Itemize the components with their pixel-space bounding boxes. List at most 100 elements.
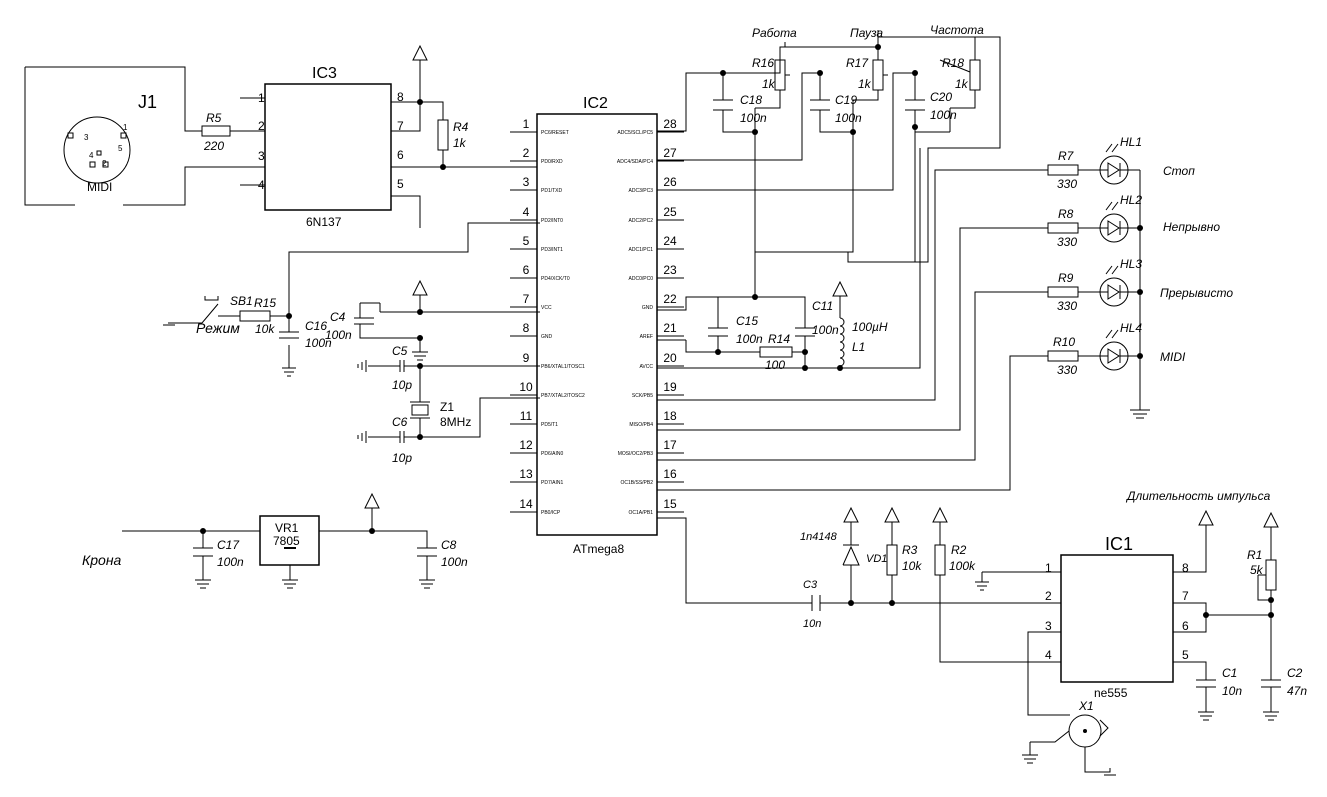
r5-ref: R5 xyxy=(206,111,222,125)
c17-value: 100n xyxy=(217,555,244,569)
r3-ref: R3 xyxy=(902,543,918,557)
ic2-pin-name-left: PD2/INT0 xyxy=(541,218,563,224)
r4-value: 1k xyxy=(453,136,467,150)
c8-value: 100n xyxy=(441,555,468,569)
led-ref: HL1 xyxy=(1120,135,1142,149)
r17-value: 1k xyxy=(858,77,872,91)
j1-pin-1: 1 xyxy=(123,123,128,132)
ic2-pin-name-right: OC1B/SS/PB2 xyxy=(620,480,653,486)
crystal-and-decoupling: C4 100n C5 10p C6 10p Z1 8MHz xyxy=(325,295,540,465)
r15-value: 10k xyxy=(255,322,275,336)
c19-ref: C19 xyxy=(835,93,857,107)
rabota-label: Работа xyxy=(752,26,797,40)
ic2-pin-3: 3 xyxy=(523,175,530,189)
ic2-pin-6: 6 xyxy=(523,263,530,277)
optocoupler-ic3: IC3 6N137 1 2 3 4 8 7 6 5 xyxy=(258,60,540,229)
midi-label: MIDI xyxy=(1160,350,1186,364)
ic1-pin-1: 1 xyxy=(1045,561,1052,575)
ic2-pin-name-left: PB6/XTAL1/TOSC1 xyxy=(541,364,585,370)
r8-value: 330 xyxy=(1057,235,1077,249)
ic3-pin-6: 6 xyxy=(397,148,404,162)
pauza-label: Пауза xyxy=(850,26,883,40)
r9-value: 330 xyxy=(1057,299,1077,313)
c18-ref: C18 xyxy=(740,93,762,107)
ic2-pin-name-right: ADC0/PC0 xyxy=(629,276,654,282)
ic2-pin-name-right: ADC4/SDA/PC4 xyxy=(617,159,653,165)
ic3-pin-2: 2 xyxy=(258,119,265,133)
ic2-pin-14: 14 xyxy=(519,497,533,511)
r14-ref: R14 xyxy=(768,332,790,346)
j1-pin-3: 3 xyxy=(84,133,89,142)
ic2-pin-name-left: PD6/AIN0 xyxy=(541,451,563,457)
j1-ref: J1 xyxy=(138,92,157,112)
ic2-pin-27: 27 xyxy=(663,146,677,160)
ic1-pin-5: 5 xyxy=(1182,648,1189,662)
rezhim-label: Режим xyxy=(196,320,240,336)
vcc-arrow-icon xyxy=(412,279,428,296)
ic2-pin-name-right: GND xyxy=(642,305,654,311)
c5-ref: C5 xyxy=(392,344,408,358)
potentiometer-network: Работа Пауза Частота R16 1k R17 1k R18 1… xyxy=(657,23,1001,297)
ic2-pin-name-left: PB7/XTAL2/TOSC2 xyxy=(541,393,585,399)
ic3-pin-7: 7 xyxy=(397,119,404,133)
ic2-pin-7: 7 xyxy=(523,292,530,306)
ic2-pin-26: 26 xyxy=(663,175,677,189)
c16-ref: C16 xyxy=(305,319,327,333)
c2-ref: C2 xyxy=(1287,666,1303,680)
c15-ref: C15 xyxy=(736,314,758,328)
ic1-pin-3: 3 xyxy=(1045,619,1052,633)
vcc-arrow-icon xyxy=(412,44,428,61)
c3-ref: C3 xyxy=(803,579,818,591)
r18-value: 1k xyxy=(955,77,969,91)
ic2-pin-4: 4 xyxy=(523,205,530,219)
c17-ref: C17 xyxy=(217,538,240,552)
power-supply: VR1 7805 C17 100n C8 100n Крона xyxy=(82,508,468,589)
vcc-arrow-icon xyxy=(932,506,948,523)
vcc-arrow-icon xyxy=(1263,511,1279,528)
ic2-pin-8: 8 xyxy=(523,321,530,335)
ic2-pin-1: 1 xyxy=(523,117,530,131)
led-hl2: HL2 xyxy=(1099,193,1142,243)
ic3-ref: IC3 xyxy=(312,65,337,82)
ic2-pin-10: 10 xyxy=(519,380,533,394)
resistor-r5: R5 220 xyxy=(201,97,265,186)
vcc-arrow-icon xyxy=(364,492,380,509)
c19-value: 100n xyxy=(835,111,862,125)
l1-value: 100µH xyxy=(852,320,888,334)
stop-label: Стоп xyxy=(1163,164,1195,178)
c1-ref: C1 xyxy=(1222,666,1237,680)
ic2-pin-23: 23 xyxy=(663,263,677,277)
r5-value: 220 xyxy=(203,139,224,153)
ic2-pin-name-left: GND xyxy=(541,334,553,340)
vd1-ref: VD1 xyxy=(866,553,887,565)
x1-ref: X1 xyxy=(1078,699,1094,713)
r9-ref: R9 xyxy=(1058,271,1074,285)
vcc-arrow-icon xyxy=(1198,509,1214,526)
r17-ref: R17 xyxy=(846,56,869,70)
ic2-pin-name-right: ADC1/PC1 xyxy=(629,247,654,253)
ic1-pin-8: 8 xyxy=(1182,561,1189,575)
ic2-pin-name-left: PD4/XCK/T0 xyxy=(541,276,570,282)
ic2-pin-name-right: AVCC xyxy=(639,364,653,370)
ic2-part: ATmega8 xyxy=(573,542,624,556)
ic2-pin-28: 28 xyxy=(663,117,677,131)
ic2-pin-name-right: SCK/PB5 xyxy=(632,393,653,399)
l1-ref: L1 xyxy=(852,340,865,354)
c16-value: 100n xyxy=(305,336,332,350)
c6-value: 10p xyxy=(392,451,412,465)
c18-value: 100n xyxy=(740,111,767,125)
ic2-pin-name-left: PD1/TXD xyxy=(541,188,563,194)
ic2-pin-name-left: PB0/ICP xyxy=(541,510,561,516)
ic2-pin-11: 11 xyxy=(520,409,533,423)
r16-ref: R16 xyxy=(752,56,774,70)
r1-value: 5k xyxy=(1250,563,1264,577)
ic2-pin-name-left: PD7/AIN1 xyxy=(541,480,563,486)
ic2-pin-19: 19 xyxy=(663,380,677,394)
ic1-ref: IC1 xyxy=(1105,534,1133,554)
c4-ref: C4 xyxy=(330,310,346,324)
led-hl4: HL4 xyxy=(1099,321,1142,371)
led-ref: HL3 xyxy=(1120,257,1142,271)
